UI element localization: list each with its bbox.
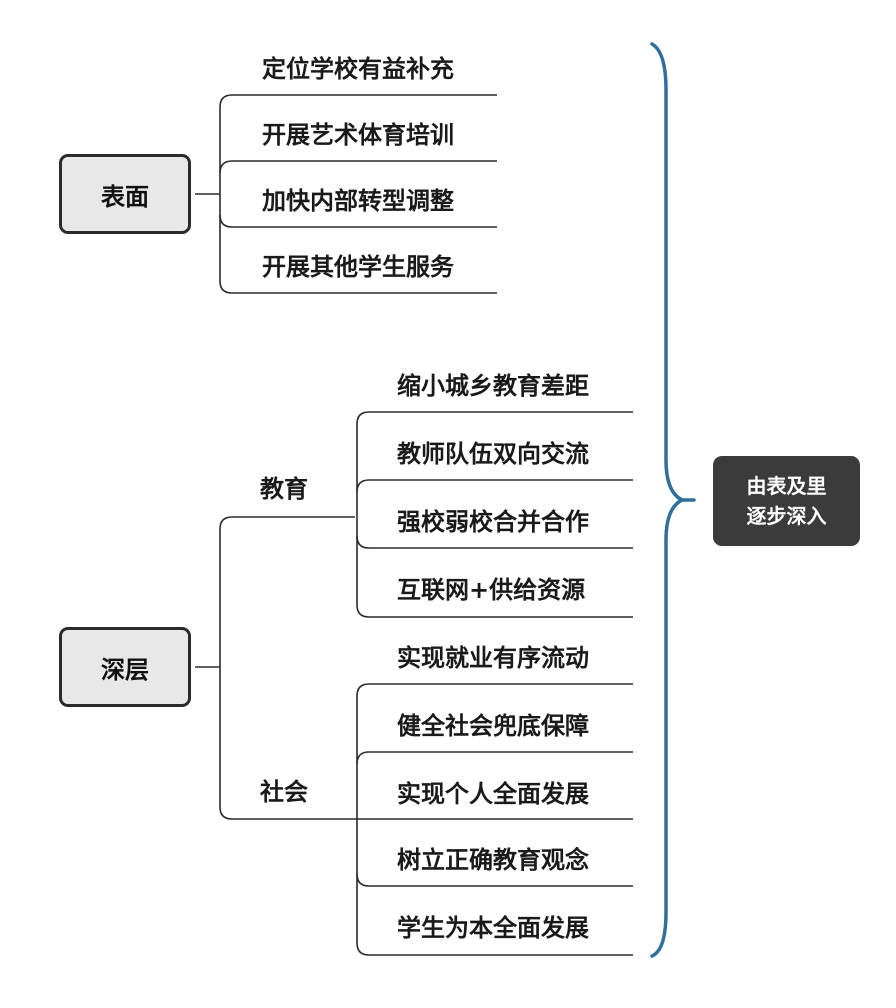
summary-line-1: 由表及里 (746, 474, 827, 498)
curly-brace (650, 42, 684, 958)
summary-line-2: 逐步深入 (746, 504, 827, 528)
society-item-5: 学生为本全面发展 (397, 914, 589, 942)
surface-item-3: 加快内部转型调整 (262, 187, 454, 215)
society-item-3: 实现个人全面发展 (397, 780, 589, 808)
society-item-4: 树立正确教育观念 (397, 846, 589, 874)
education-item-3: 强校弱校合并合作 (397, 508, 589, 536)
education-item-2: 教师队伍双向交流 (397, 440, 589, 468)
society-item-1: 实现就业有序流动 (397, 644, 589, 672)
surface-item-4: 开展其他学生服务 (262, 253, 454, 281)
education-item-1: 缩小城乡教育差距 (397, 372, 589, 400)
deep-root-label: 深层 (101, 655, 149, 684)
society-item-2: 健全社会兜底保障 (397, 712, 589, 740)
society-branch-label: 社会 (260, 778, 308, 806)
surface-item-1: 定位学校有益补充 (262, 55, 454, 83)
society-connectors (355, 683, 633, 956)
education-item-4: 互联网+供给资源 (397, 576, 586, 604)
education-branch-label: 教育 (260, 475, 308, 503)
deep-root-node: 深层 (59, 627, 191, 707)
deep-connectors (195, 516, 355, 820)
education-connectors (356, 411, 633, 618)
surface-root-label: 表面 (101, 182, 149, 211)
surface-item-2: 开展艺术体育培训 (262, 121, 454, 149)
surface-connectors (195, 94, 497, 294)
surface-root-node: 表面 (59, 154, 191, 234)
summary-node: 由表及里 逐步深入 (713, 456, 860, 546)
